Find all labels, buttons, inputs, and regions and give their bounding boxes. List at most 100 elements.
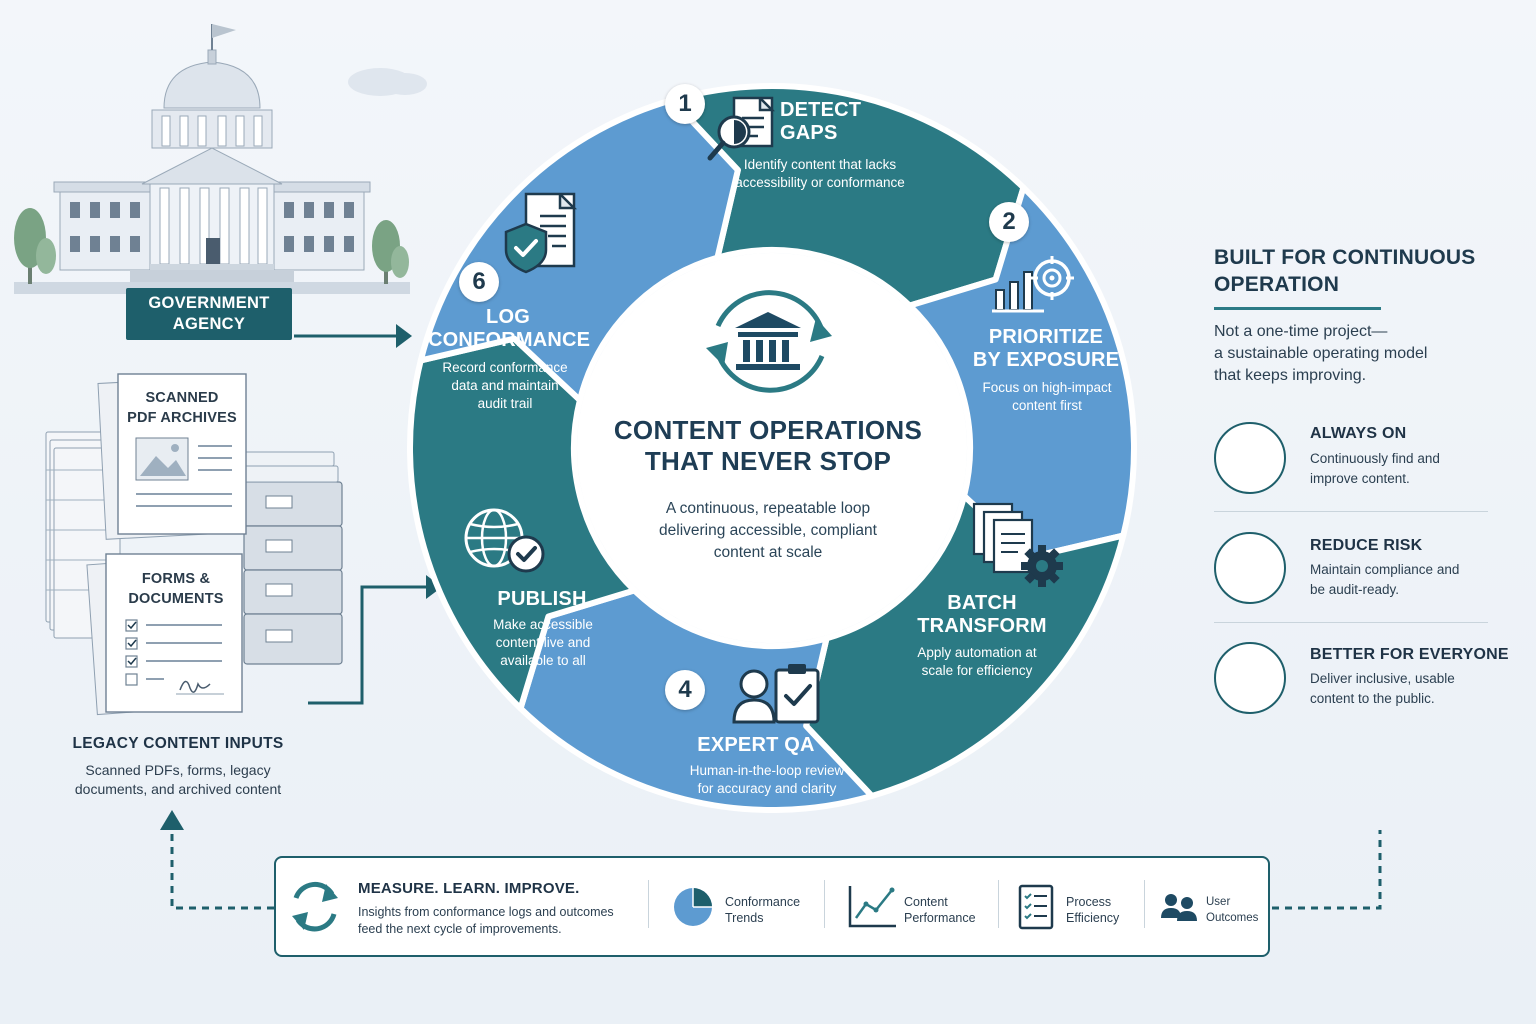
feature-circle-always-on: [1214, 422, 1286, 494]
metric-user-outcomes: User Outcomes: [1206, 894, 1258, 926]
step-6-desc-line2: data and maintain: [451, 378, 559, 393]
center-subtitle-line3: content at scale: [713, 544, 823, 561]
documents-gear-icon: [972, 502, 1063, 587]
right-desc-line3: that keeps improving.: [1214, 367, 1367, 384]
step-2-desc-line2: content first: [1012, 398, 1082, 413]
center-subtitle: A continuous, repeatable loop delivering…: [600, 498, 936, 564]
bottom-separator-1: [648, 880, 649, 928]
step-4-desc: Human-in-the-loop review for accuracy an…: [656, 762, 878, 798]
step-3-title-line1: BATCH: [947, 592, 1017, 614]
magnifier-document-icon: [707, 96, 776, 161]
metric-1-line2: Performance: [904, 911, 976, 925]
forms-label-line1: FORMS &: [141, 571, 211, 587]
metric-0-line2: Trends: [725, 911, 764, 925]
feature-circle-better-for-everyone: [1214, 642, 1286, 714]
step-1-desc-line2: accessibility or conformance: [735, 175, 905, 190]
bottom-separator-2: [824, 880, 825, 928]
step-2-title-line1: PRIORITIZE: [988, 326, 1104, 348]
feature-desc-always-on: Continuously find and improve content.: [1310, 449, 1510, 488]
metric-0-line1: Conformance: [725, 895, 801, 909]
tree-right: [372, 220, 409, 284]
feature-desc-reduce-risk: Maintain compliance and be audit-ready.: [1310, 560, 1510, 599]
forms-arrow-head: [426, 575, 442, 599]
scanned-label-line1: SCANNED: [145, 390, 219, 406]
feature-divider-2: [1214, 622, 1488, 623]
legacy-desc-line2: documents, and archived content: [74, 781, 282, 797]
step-1-title-line1: DETECT: [780, 99, 862, 121]
right-desc-line2: a sustainable operating model: [1214, 345, 1428, 362]
center-title-line1: CONTENT OPERATIONS: [613, 415, 923, 445]
feature-0-desc-line1: Continuously find and: [1310, 451, 1440, 466]
globe-check-icon: [464, 508, 545, 573]
step-5-desc-line1: Make accessible: [493, 617, 593, 632]
bottom-separator-4: [1144, 880, 1145, 928]
step-3-desc-line1: Apply automation at: [917, 645, 1037, 660]
right-desc-line1: Not a one-time project—: [1214, 323, 1388, 340]
person-clipboard-icon: [732, 664, 820, 724]
bottom-separator-3: [998, 880, 999, 928]
step-4-title-line1: EXPERT QA: [697, 734, 815, 756]
step-2-desc-line1: Focus on high-impact: [982, 380, 1112, 395]
metric-conformance-trends: Conformance Trends: [725, 894, 800, 926]
step-5-desc: Make accessible content live and availab…: [462, 616, 624, 670]
step-5-desc-line3: available to all: [500, 653, 586, 668]
step-2-title-line2: BY EXPOSURE: [972, 349, 1120, 371]
legacy-documents-illustration: [45, 373, 343, 716]
bottom-desc-line1: Insights from conformance logs and outco…: [358, 905, 614, 919]
step-5-title: PUBLISH: [462, 588, 622, 611]
metric-3-line1: User: [1206, 896, 1231, 908]
metric-content-performance: Content Performance: [904, 894, 976, 926]
forms-label-line2: DOCUMENTS: [128, 591, 224, 607]
metric-3-line2: Outcomes: [1206, 912, 1259, 924]
measure-learn-improve-title: MEASURE. LEARN. IMPROVE.: [358, 880, 580, 897]
step-1-title-line2: GAPS: [780, 122, 838, 144]
right-panel-rule: [1214, 307, 1381, 310]
feedback-line-left: [170, 828, 274, 910]
feature-title-always-on: ALWAYS ON: [1310, 425, 1407, 442]
document-shield-icon: [504, 192, 578, 274]
step-number-4: 4: [665, 670, 705, 710]
step-number-2: 2: [989, 202, 1029, 242]
step-5-desc-line2: content live and: [495, 635, 591, 650]
step-1-title: DETECT GAPS: [780, 99, 890, 145]
government-agency-label: GOVERNMENT AGENCY: [126, 288, 292, 340]
center-subtitle-line1: A continuous, repeatable loop: [665, 500, 871, 517]
legacy-inputs-desc: Scanned PDFs, forms, legacy documents, a…: [20, 761, 336, 799]
gov-label-line2: AGENCY: [172, 315, 246, 333]
forms-documents-label: FORMS & DOCUMENTS: [110, 569, 242, 609]
center-subtitle-line2: delivering accessible, compliant: [659, 522, 877, 539]
legacy-desc-line1: Scanned PDFs, forms, legacy: [85, 762, 271, 778]
right-panel-desc: Not a one-time project— a sustainable op…: [1214, 321, 1514, 387]
center-title: CONTENT OPERATIONS THAT NEVER STOP: [600, 415, 936, 477]
government-building-illustration: [14, 24, 427, 294]
feature-0-desc-line2: improve content.: [1310, 470, 1410, 486]
feature-1-desc-line2: be audit-ready.: [1310, 581, 1400, 597]
step-3-desc: Apply automation at scale for efficiency: [896, 644, 1058, 680]
step-6-desc: Record conformance data and maintain aud…: [424, 359, 586, 413]
measure-learn-improve-panel: [274, 856, 1270, 957]
metric-2-line2: Efficiency: [1066, 911, 1120, 925]
metric-process-efficiency: Process Efficiency: [1066, 894, 1119, 926]
feature-1-desc-line1: Maintain compliance and: [1310, 562, 1460, 577]
center-cycle-icon: [706, 290, 832, 393]
gov-arrow-head: [396, 324, 412, 348]
measure-learn-improve-desc: Insights from conformance logs and outco…: [358, 904, 643, 938]
step-4-title: EXPERT QA: [676, 734, 836, 757]
step-3-desc-line2: scale for efficiency: [921, 663, 1033, 678]
feature-2-desc-line1: Deliver inclusive, usable: [1310, 671, 1455, 686]
metric-1-line1: Content: [904, 895, 948, 909]
step-3-title-line2: TRANSFORM: [917, 615, 1047, 637]
feature-title-better-for-everyone: BETTER FOR EVERYONE: [1310, 646, 1509, 663]
feature-circle-reduce-risk: [1214, 532, 1286, 604]
step-2-title: PRIORITIZE BY EXPOSURE: [966, 326, 1126, 372]
step-1-desc-line1: Identify content that lacks: [743, 157, 897, 172]
step-6-desc-line1: Record conformance: [442, 360, 568, 375]
scanned-pdf-label: SCANNED PDF ARCHIVES: [118, 388, 246, 428]
legacy-inputs-title: LEGACY CONTENT INPUTS: [72, 735, 284, 752]
cycle-center-disc: [577, 253, 967, 643]
step-6-title-line2: CONFORMANCE: [428, 329, 591, 351]
feedback-line-right: [1272, 830, 1382, 910]
bank-building-icon: [735, 312, 801, 370]
scanned-label-line2: PDF ARCHIVES: [127, 410, 237, 426]
